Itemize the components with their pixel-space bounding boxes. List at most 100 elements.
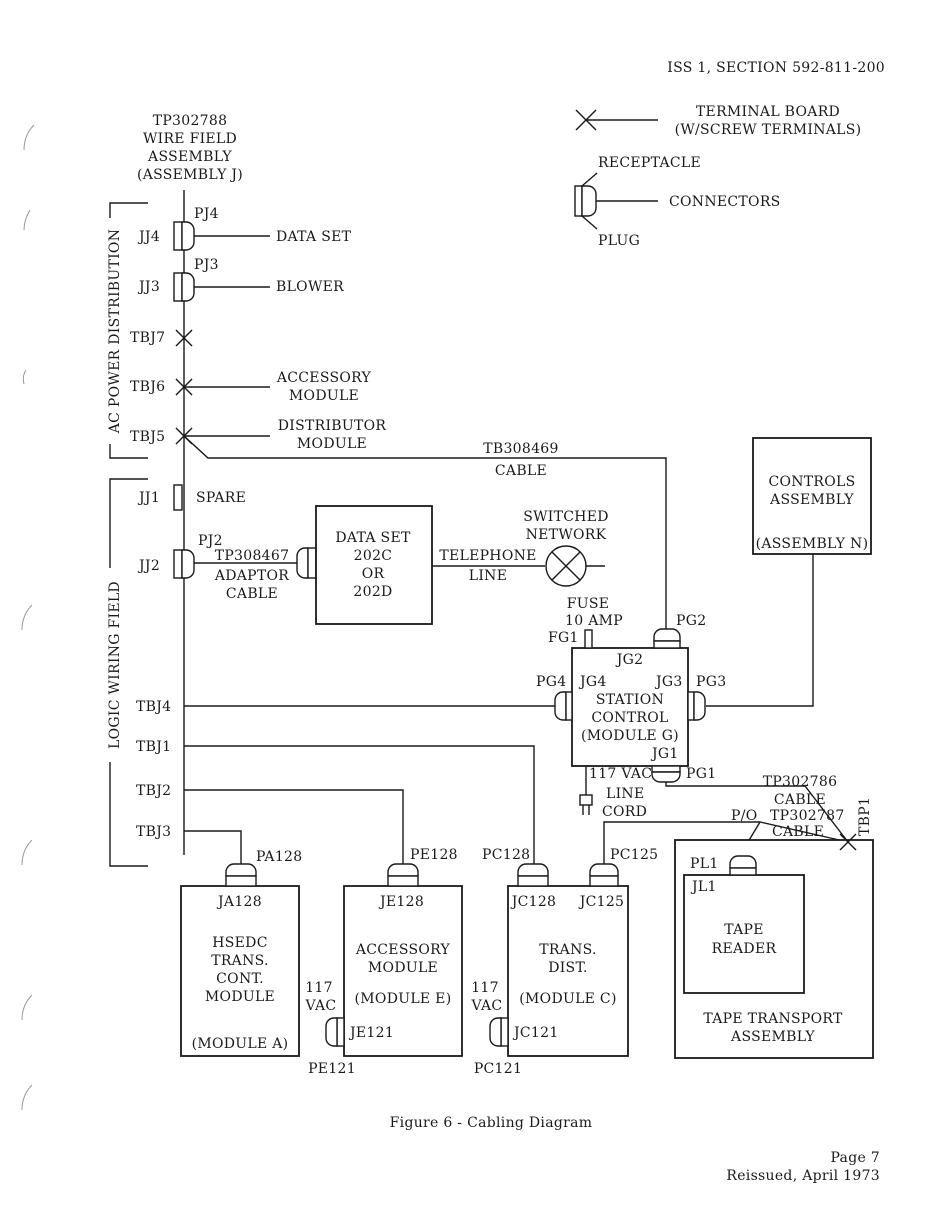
pg1-label: PG1 xyxy=(686,766,716,782)
tb308469-cable-label: CABLE xyxy=(495,463,547,479)
jj1-receptacle xyxy=(173,484,183,511)
je128-receptacle xyxy=(387,875,419,887)
jc128-label: JC128 xyxy=(510,894,557,910)
jg4-receptacle xyxy=(565,691,573,721)
tp302787-cable-label: CABLE xyxy=(772,824,824,840)
module-c-line2: DIST. xyxy=(548,960,588,976)
module-e-vac-2: VAC xyxy=(305,998,337,1014)
tb308469-label: TB308469 xyxy=(483,441,558,457)
pj3-label: PJ3 xyxy=(194,257,219,273)
controls-line1: CONTROLS xyxy=(768,474,855,490)
controls-assembly-box xyxy=(752,437,872,555)
pe121-label: PE121 xyxy=(308,1061,356,1077)
pg1-plug xyxy=(651,771,681,783)
accessory-module-load-2: MODULE xyxy=(289,388,359,404)
pl1-plug xyxy=(729,855,757,869)
tp302786-cable-label: CABLE xyxy=(774,792,826,808)
adaptor-cable-label: CABLE xyxy=(226,586,278,602)
jj4-receptacle xyxy=(173,221,183,251)
station-control-line1: STATION xyxy=(596,692,664,708)
tbj4-label: TBJ4 xyxy=(136,699,171,715)
distributor-module-load-2: MODULE xyxy=(297,436,367,452)
accessory-module-load-1: ACCESSORY xyxy=(276,370,372,386)
pj4-plug xyxy=(181,221,195,251)
pa128-plug xyxy=(225,863,257,877)
line-cord-icon xyxy=(579,766,593,815)
blower-load: BLOWER xyxy=(276,279,344,295)
tape-reader-line1: TAPE xyxy=(724,922,764,938)
tbj3-label: TBJ3 xyxy=(136,824,171,840)
data-set-load: DATA SET xyxy=(276,229,352,245)
jc121-receptacle xyxy=(500,1017,509,1047)
module-a-line2: TRANS. xyxy=(211,953,269,969)
jj2-label: JJ2 xyxy=(137,558,160,574)
adaptor-label: ADAPTOR xyxy=(214,568,289,584)
document-header: ISS 1, SECTION 592-811-200 xyxy=(667,60,885,76)
tbp1-label: TBP1 xyxy=(857,797,873,836)
line-cord-label-1: LINE xyxy=(606,786,645,802)
module-c-vac-1: 117 xyxy=(471,980,499,996)
jc125-label: JC125 xyxy=(578,894,625,910)
ac-power-bracket xyxy=(100,202,148,459)
pc121-label: PC121 xyxy=(474,1061,522,1077)
pe128-plug xyxy=(387,863,419,877)
pc128-plug xyxy=(517,863,549,877)
jc128-receptacle xyxy=(517,875,549,887)
scan-marks xyxy=(21,124,35,1111)
legend-terminal-board: TERMINAL BOARD xyxy=(696,104,840,120)
tbj7-label: TBJ7 xyxy=(130,330,165,346)
pj2-label: PJ2 xyxy=(198,533,223,549)
je121-label: JE121 xyxy=(348,1025,394,1041)
module-e-line2: MODULE xyxy=(368,960,438,976)
pa128-label: PA128 xyxy=(256,849,302,865)
spare-label: SPARE xyxy=(196,490,246,506)
pj2-plug xyxy=(181,549,195,579)
je128-label: JE128 xyxy=(378,894,424,910)
module-c-box xyxy=(507,885,629,1057)
tbj1-label: TBJ1 xyxy=(136,739,171,755)
jg4-label: JG4 xyxy=(578,674,607,690)
tbj2-run xyxy=(184,789,404,866)
wire-field-line2: ASSEMBLY xyxy=(147,149,232,165)
jg2-receptacle xyxy=(653,640,681,649)
data-set-line2: 202C xyxy=(354,548,393,564)
pc125-plug xyxy=(589,863,619,877)
page-number: Page 7 xyxy=(830,1150,880,1166)
jj4-label: JJ4 xyxy=(137,229,160,245)
pj4-label: PJ4 xyxy=(194,206,219,222)
data-set-202-box xyxy=(315,505,433,625)
figure-caption: Figure 6 - Cabling Diagram xyxy=(390,1115,593,1131)
line-cord-label-2: CORD xyxy=(602,804,647,820)
module-a-line4: MODULE xyxy=(205,989,275,1005)
reissued-date: Reissued, April 1973 xyxy=(726,1168,880,1184)
tape-transport-line1: TAPE TRANSPORT xyxy=(703,1011,843,1027)
legend: TERMINAL BOARD (W/SCREW TERMINALS) RECEP… xyxy=(574,104,861,249)
jl1-receptacle xyxy=(729,867,757,876)
module-a-line3: CONT. xyxy=(216,971,264,987)
tbj1-run xyxy=(184,745,535,866)
wire-field-title: TP302788 WIRE FIELD ASSEMBLY (ASSEMBLY J… xyxy=(137,113,243,183)
jc121-label: JC121 xyxy=(512,1025,559,1041)
jg1-receptacle xyxy=(651,765,681,773)
data-set-line3: OR xyxy=(362,566,385,582)
connector-symbol-icon xyxy=(574,172,658,230)
jg3-receptacle xyxy=(687,691,695,721)
fg1-label: FG1 xyxy=(548,630,579,646)
wire-field-line1: WIRE FIELD xyxy=(143,131,237,147)
fg1-fuse-icon xyxy=(584,629,593,649)
tbj3-run xyxy=(184,830,242,866)
jj3-label: JJ3 xyxy=(137,279,160,295)
ja128-label: JA128 xyxy=(216,894,262,910)
pl1-label: PL1 xyxy=(690,856,719,872)
fuse-rating-label: 10 AMP xyxy=(565,613,623,629)
tbj2-label: TBJ2 xyxy=(136,783,171,799)
legend-receptacle: RECEPTACLE xyxy=(598,155,701,171)
logic-wiring-bracket xyxy=(100,478,148,867)
module-a-line5: (MODULE A) xyxy=(192,1036,289,1052)
wire-field-part-number: TP302788 xyxy=(153,113,228,129)
tape-reader-line2: READER xyxy=(712,941,777,957)
switched-network-line2: NETWORK xyxy=(526,527,607,543)
switched-network-icon xyxy=(545,545,587,587)
tbj6-label: TBJ6 xyxy=(130,379,165,395)
